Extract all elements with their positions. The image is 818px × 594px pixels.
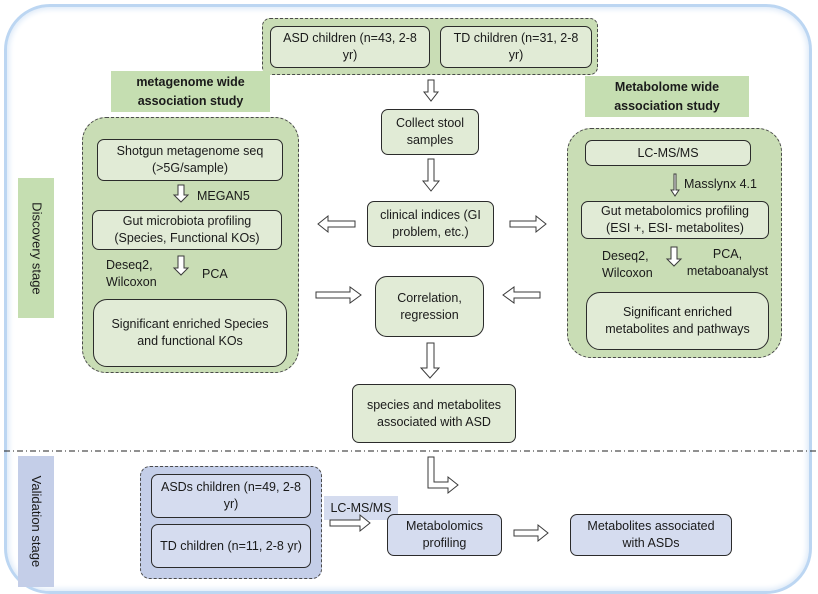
metabolomics-profiling-text: Gut metabolomics profiling (ESI +, ESI- … xyxy=(601,204,749,235)
enriched-metabolites-text: Significant enriched metabolites and pat… xyxy=(605,305,750,336)
arrow-down-correlation xyxy=(419,342,441,379)
arrow-down-shotgun xyxy=(172,184,190,203)
microbiota-profiling-box: Gut microbiota profiling (Species, Funct… xyxy=(92,210,282,250)
arrow-left-to-correlation xyxy=(502,286,541,304)
validation-stage-label: Validation stage xyxy=(18,456,54,587)
left-deseq-text: Deseq2, Wilcoxon xyxy=(106,258,157,289)
enriched-species-text: Significant enriched Species and functio… xyxy=(111,317,269,348)
metagenome-title-text: metagenome wide association study xyxy=(136,75,245,108)
arrow-down-profiling xyxy=(172,255,190,276)
right-deseq-label: Deseq2, Wilcoxon xyxy=(602,247,670,283)
right-pca-label: PCA, metaboanalyst xyxy=(680,245,775,281)
correlation-box: Correlation, regression xyxy=(375,276,484,337)
arrow-down-lcms xyxy=(670,173,680,197)
left-deseq-label: Deseq2, Wilcoxon xyxy=(106,256,172,292)
lcms-text: LC-MS/MS xyxy=(637,145,699,160)
metabolomics-text: Metabolomics profiling xyxy=(405,519,484,550)
enriched-metabolites-box: Significant enriched metabolites and pat… xyxy=(586,292,769,350)
arrow-right-validation-lcms xyxy=(329,513,371,533)
associated-text: species and metabolites associated with … xyxy=(366,397,502,429)
asd-children-text: ASD children (n=43, 2-8 yr) xyxy=(283,31,417,62)
td-children-box: TD children (n=31, 2-8 yr) xyxy=(440,26,592,68)
metabolomics-box: Metabolomics profiling xyxy=(387,514,502,556)
metabolome-title: Metabolome wide association study xyxy=(585,76,749,117)
microbiota-profiling-text: Gut microbiota profiling (Species, Funct… xyxy=(114,214,260,245)
shotgun-box: Shotgun metagenome seq (>5G/sample) xyxy=(97,139,283,181)
validation-lcms-text: LC-MS/MS xyxy=(330,500,392,515)
validation-td-children-box: TD children (n=11, 2-8 yr) xyxy=(151,524,311,568)
masslynx-label: Masslynx 4.1 xyxy=(684,174,774,194)
metagenome-title: metagenome wide association study xyxy=(111,71,270,112)
lcms-box: LC-MS/MS xyxy=(585,140,751,166)
arrow-right-to-correlation xyxy=(315,286,362,304)
metabolites-asds-text: Metabolites associated with ASDs xyxy=(587,519,715,550)
left-pca-text: PCA xyxy=(202,266,228,281)
metabolites-asds-box: Metabolites associated with ASDs xyxy=(570,514,732,556)
collect-stool-box: Collect stool samples xyxy=(381,109,479,155)
metabolome-title-text: Metabolome wide association study xyxy=(614,80,720,113)
arrow-down-cohort xyxy=(422,79,440,102)
collect-stool-text: Collect stool samples xyxy=(395,116,465,147)
correlation-text: Correlation, regression xyxy=(397,290,462,322)
left-pca-label: PCA xyxy=(202,264,242,284)
shotgun-text: Shotgun metagenome seq (>5G/sample) xyxy=(116,144,264,175)
right-pca-text: PCA, metaboanalyst xyxy=(686,247,769,278)
arrow-left-clinical xyxy=(317,214,356,234)
validation-td-children-text: TD children (n=11, 2-8 yr) xyxy=(160,538,302,553)
arrow-down-collect xyxy=(421,158,441,192)
enriched-species-box: Significant enriched Species and functio… xyxy=(93,299,287,367)
associated-box: species and metabolites associated with … xyxy=(352,384,516,443)
clinical-indices-text: clinical indices (GI problem, etc.) xyxy=(380,208,481,239)
arrow-elbow-validation xyxy=(427,456,459,495)
arrow-right-metabolomics xyxy=(513,523,549,543)
clinical-indices-box: clinical indices (GI problem, etc.) xyxy=(367,201,494,247)
td-children-text: TD children (n=31, 2-8 yr) xyxy=(453,31,579,62)
asds-children-box: ASDs children (n=49, 2-8 yr) xyxy=(151,474,311,518)
validation-lcms-label: LC-MS/MS xyxy=(324,496,398,520)
megan-text: MEGAN5 xyxy=(197,188,250,203)
right-deseq-text: Deseq2, Wilcoxon xyxy=(602,249,653,280)
asds-children-text: ASDs children (n=49, 2-8 yr) xyxy=(160,480,301,511)
asd-children-box: ASD children (n=43, 2-8 yr) xyxy=(270,26,430,68)
discovery-stage-label: Discovery stage xyxy=(18,178,54,318)
arrow-down-metab-profiling xyxy=(665,246,683,267)
masslynx-text: Masslynx 4.1 xyxy=(684,176,757,191)
arrow-right-clinical xyxy=(509,214,547,234)
metabolomics-profiling-box: Gut metabolomics profiling (ESI +, ESI- … xyxy=(581,201,769,239)
megan-label: MEGAN5 xyxy=(197,186,267,206)
